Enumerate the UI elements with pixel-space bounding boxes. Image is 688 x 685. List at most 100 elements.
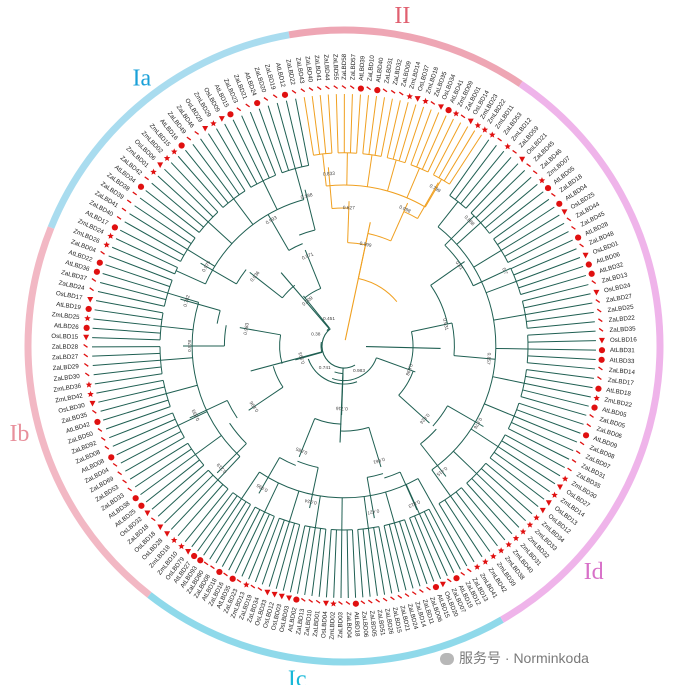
terminal-branch	[267, 105, 290, 171]
clade-arc	[187, 443, 205, 466]
internal-arc	[304, 287, 321, 299]
support-value: 0.209	[301, 295, 314, 307]
leaf-marker-tick	[575, 450, 581, 455]
leaf-marker-tick	[144, 176, 149, 181]
terminal-branch	[92, 337, 161, 341]
terminal-branch	[134, 205, 192, 245]
terminal-branch	[484, 184, 538, 229]
terminal-branch	[518, 402, 584, 425]
leaf-label: ZaLBD14	[609, 367, 636, 376]
leaf-marker-circle	[293, 596, 300, 603]
terminal-branch	[108, 255, 173, 281]
leaf-marker-star	[163, 154, 171, 161]
terminal-branch	[418, 513, 448, 577]
terminal-branch	[470, 163, 519, 214]
leaf-marker-star	[474, 122, 482, 129]
internal-arc	[332, 357, 377, 381]
leaf-marker-star	[519, 528, 527, 535]
support-value: 0.876	[472, 416, 483, 430]
root-support-value: 0.741	[319, 365, 331, 371]
internal-branch	[248, 386, 284, 411]
leaf-marker-triangle	[264, 589, 271, 596]
leaf-marker-circle	[94, 418, 101, 426]
terminal-branch	[404, 106, 425, 163]
leaf-marker-tick	[390, 596, 395, 601]
leaf-marker-tick	[121, 207, 127, 212]
leaf-marker-tick	[566, 217, 572, 222]
internal-arc	[367, 233, 391, 242]
terminal-branch	[297, 526, 311, 594]
leaf-marker-circle	[281, 91, 289, 98]
internal-branch	[180, 298, 221, 311]
internal-arc	[367, 473, 384, 478]
leaf-marker-tick	[223, 572, 228, 577]
leaf-marker-tick	[150, 517, 156, 522]
internal-arc	[408, 331, 414, 370]
leaf-marker-triangle	[414, 96, 421, 102]
group-branch	[406, 167, 420, 198]
leaf-marker-tick	[598, 327, 604, 332]
terminal-branch	[318, 529, 327, 597]
terminal-branch	[507, 231, 569, 263]
terminal-branch	[409, 517, 435, 582]
internal-arc	[444, 244, 462, 265]
support-values: 0.2090.5710.9360.9750.5930.1880.9990.627…	[183, 171, 509, 516]
leaf-marker-tick	[591, 280, 597, 285]
support-value: 0.782	[183, 294, 192, 308]
root-branch	[339, 367, 344, 443]
group-branch	[195, 435, 222, 455]
leaf-label: ZaLBD03	[337, 611, 344, 638]
terminal-branch	[471, 478, 520, 528]
leaf-label: ZaLBD05	[368, 610, 378, 637]
terminal-branch	[367, 528, 378, 596]
internal-branch	[258, 457, 281, 494]
clade-arc	[254, 506, 275, 517]
leaf-marker-tick	[567, 467, 572, 472]
leaf-label: AtLBD18	[353, 612, 361, 638]
terminal-branch	[92, 359, 161, 366]
internal-branch	[444, 215, 475, 246]
leaf-marker-tick	[596, 308, 602, 313]
terminal-branch	[504, 434, 565, 469]
leaf-marker-tick	[83, 362, 89, 367]
terminal-branch	[480, 176, 532, 224]
terminal-branch	[116, 424, 179, 456]
clade-arc	[438, 487, 462, 505]
leaf-label: ZaLBD27	[52, 353, 79, 361]
internal-arc	[229, 422, 247, 444]
terminal-branch	[368, 96, 378, 155]
terminal-branch	[157, 469, 209, 517]
leaf-marker-triangle	[278, 593, 285, 600]
leaf-marker-tick	[257, 587, 263, 591]
support-value: 0.427	[366, 507, 379, 515]
terminal-branch	[241, 115, 270, 179]
clade-arc	[433, 174, 450, 185]
group-branch	[177, 411, 208, 426]
internal-arc	[432, 405, 449, 427]
leaf-marker-tick	[460, 571, 466, 576]
leaf-markers	[83, 85, 606, 607]
terminal-branch	[254, 518, 280, 583]
terminal-branch	[191, 492, 234, 548]
group-branch	[294, 168, 305, 200]
leaf-marker-tick	[308, 598, 314, 603]
terminal-branch	[92, 352, 161, 357]
terminal-branch	[129, 442, 189, 480]
leaf-marker-circle	[432, 583, 440, 591]
terminal-branch	[177, 155, 224, 208]
terminal-branch	[184, 488, 229, 542]
terminal-branch	[386, 100, 401, 158]
internal-arc	[236, 269, 247, 285]
leaf-marker-tick	[349, 85, 355, 90]
leaf-label: ZaLBD17	[607, 377, 634, 387]
support-value: 0.833	[323, 171, 336, 178]
leaf-marker-tick	[366, 86, 371, 91]
support-value: 0.995	[255, 482, 269, 493]
terminal-branch	[527, 340, 596, 343]
terminal-branch	[109, 412, 173, 439]
group-branch	[241, 471, 260, 500]
terminal-branch	[157, 175, 209, 223]
leaf-marker-tick	[512, 149, 517, 154]
leaf-marker-tick	[203, 561, 209, 566]
terminal-branch	[197, 495, 238, 552]
